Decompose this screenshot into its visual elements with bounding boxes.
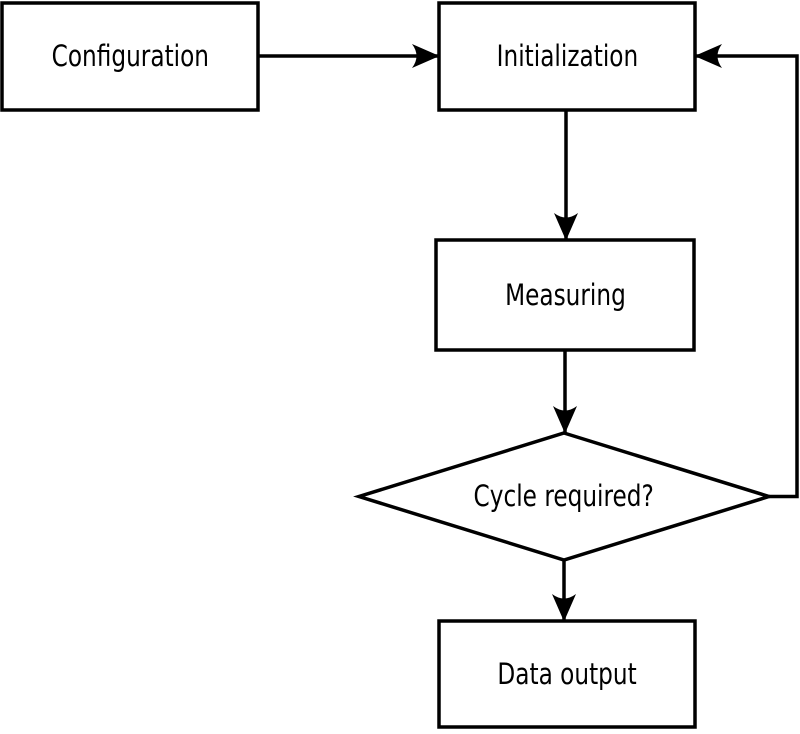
configuration-node-shape xyxy=(0,1,260,112)
cycle-required-decision-shape xyxy=(353,431,775,562)
data-output-node-shape xyxy=(437,619,697,729)
measuring-node-shape xyxy=(434,238,696,352)
edge-cycle-required-loop-to-initialization-arrow xyxy=(694,44,799,499)
initialization-node-shape xyxy=(437,1,697,112)
